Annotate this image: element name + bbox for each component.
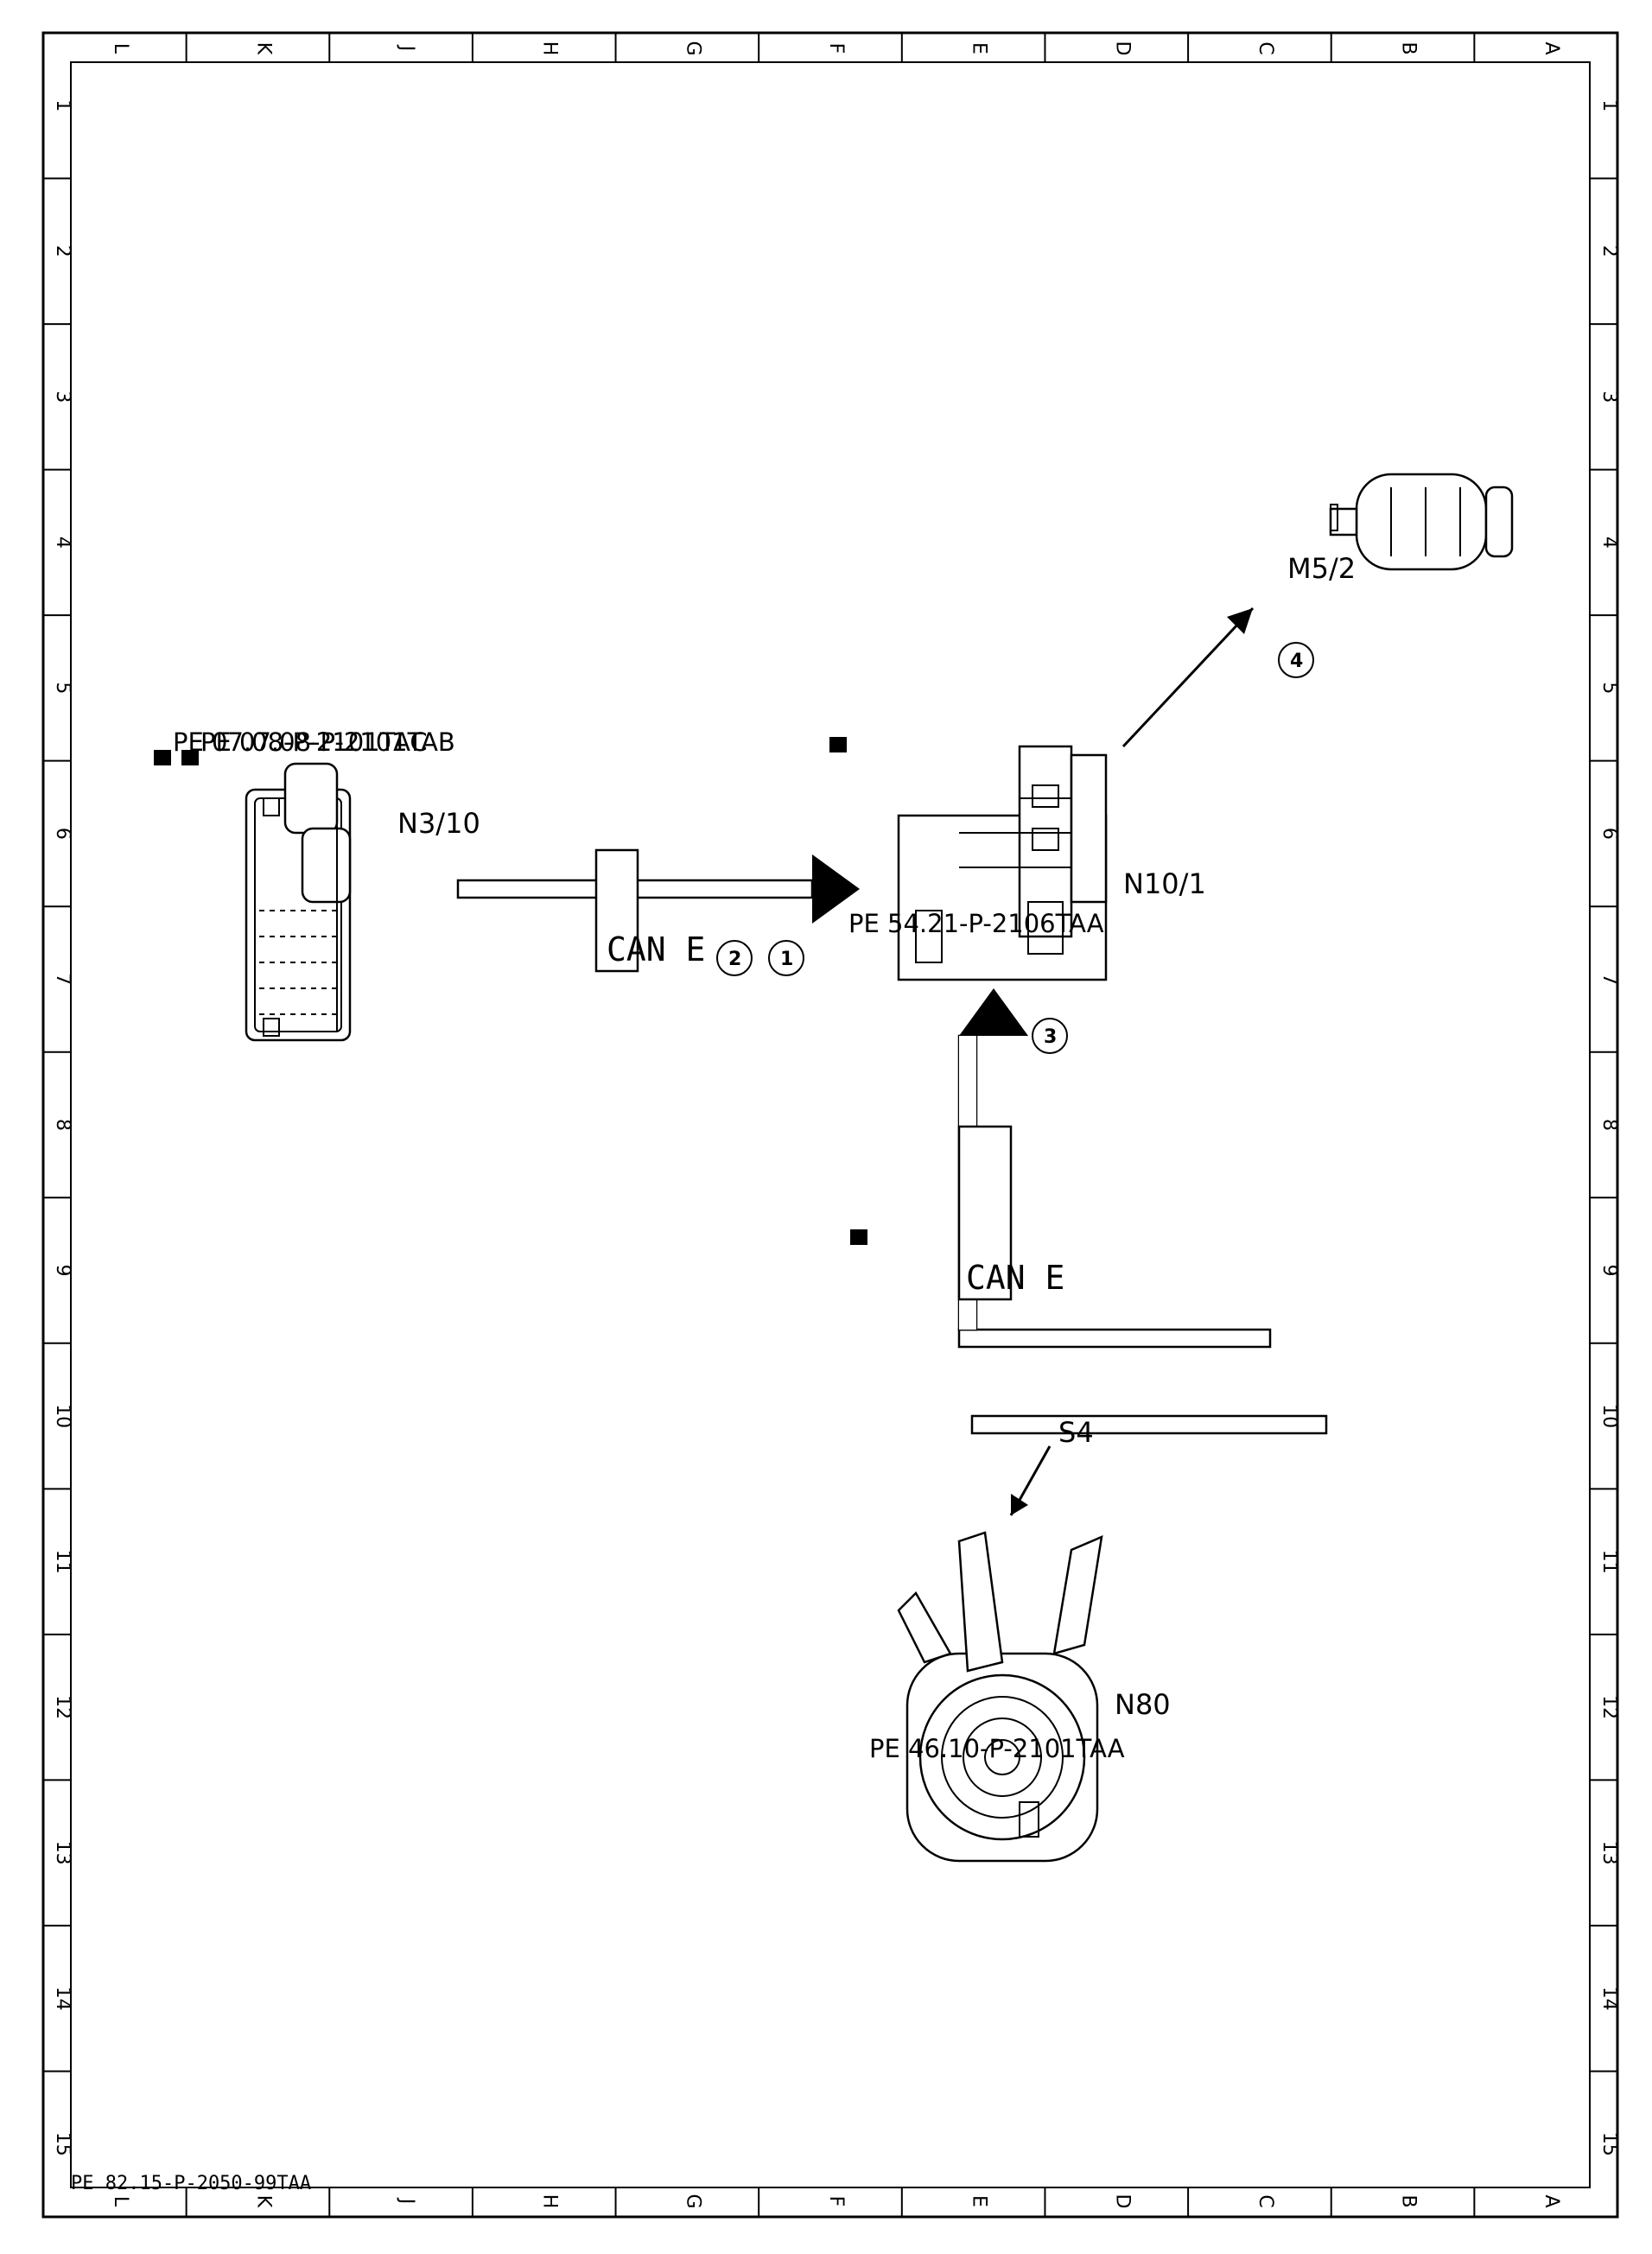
n3-10-ref-1: PE 07.08-P-2101TAB — [200, 727, 455, 757]
washer-pump-icon — [1329, 473, 1514, 571]
n10-1-ref: PE 54.21-P-2106TAA — [848, 909, 1104, 938]
grid-row-label: 12 — [1598, 1695, 1620, 1719]
inner-frame — [70, 61, 1591, 2188]
grid-column-label: H — [539, 2194, 561, 2209]
grid-column-label: E — [969, 42, 990, 54]
grid-row-label: 5 — [52, 682, 73, 694]
m5-2-label: M5/2 — [1287, 552, 1356, 585]
grid-column-label: D — [1111, 2194, 1133, 2209]
control-unit-n3-10: N3/10 PE 07.08-P-2101TAB PE 07.08-P-2101… — [154, 727, 480, 1042]
n10-1-label: N10/1 — [1123, 867, 1206, 900]
grid-row-label: 7 — [1598, 973, 1620, 985]
grid-column-label: C — [1255, 2194, 1276, 2207]
grid-column-label: J — [396, 2197, 417, 2205]
grid-row-label: 11 — [1598, 1550, 1620, 1574]
grid-column-label: D — [1111, 41, 1133, 56]
component-n80: N80 PE 46.10-P-2101TAA S4 — [850, 1229, 1171, 1863]
grid-column-label: A — [1541, 2194, 1562, 2207]
callout-3: 3 — [1032, 1018, 1068, 1054]
grid-column-label: K — [252, 42, 274, 55]
n3-10-label: N3/10 — [397, 807, 480, 840]
diagram-content: N3/10 PE 07.08-P-2101TAB PE 07.08-P-2101… — [71, 473, 1514, 2194]
grid-column-label: E — [969, 2195, 990, 2207]
grid-row-label: 1 — [52, 99, 73, 111]
hand-pointer-icon — [829, 737, 847, 752]
grid-column-label: G — [682, 41, 703, 55]
svg-text:3: 3 — [1044, 1026, 1057, 1048]
grid-row-label: 6 — [52, 828, 73, 840]
steering-column-module-icon — [897, 1531, 1103, 1863]
grid-column-label: H — [539, 41, 561, 56]
hand-pointer-icon — [181, 750, 199, 765]
s4-label: S4 — [1058, 1416, 1094, 1449]
grid-column-label: L — [110, 2196, 131, 2207]
sam-module-icon — [897, 745, 1108, 981]
grid-row-label: 2 — [1598, 245, 1620, 257]
grid-column-label: G — [682, 2194, 703, 2208]
grid-row-label: 4 — [1598, 537, 1620, 549]
arrow-head-icon — [812, 854, 860, 924]
can-e-bottom-label: CAN E — [966, 1259, 1064, 1297]
can-e-link-top: CAN E 1 2 — [456, 848, 860, 976]
grid-row-label: 14 — [1598, 1986, 1620, 2010]
grid-row-label: 9 — [1598, 1265, 1620, 1277]
grid-row-label: 10 — [1598, 1404, 1620, 1428]
can-e-top-label: CAN E — [607, 930, 705, 968]
svg-text:1: 1 — [780, 949, 793, 970]
component-m5-2: M5/2 — [1287, 473, 1514, 585]
grid-row-label: 7 — [52, 973, 73, 985]
document-id: PE 82.15-P-2050-99TAA — [71, 2173, 311, 2194]
grid-row-label: 5 — [1598, 682, 1620, 694]
outer-frame — [41, 31, 1619, 2219]
hand-pointer-icon — [154, 750, 171, 765]
arrow-head-icon — [959, 988, 1028, 1036]
grid-row-label: 3 — [52, 390, 73, 403]
n80-label: N80 — [1115, 1688, 1171, 1721]
grid-column-label: B — [1398, 2194, 1420, 2207]
grid-row-label: 12 — [52, 1695, 73, 1719]
hand-pointer-icon — [850, 1229, 867, 1245]
arrow-head-icon — [1227, 608, 1253, 634]
callout-2: 2 — [716, 940, 753, 976]
callout-1: 1 — [768, 940, 804, 976]
grid-row-label: 13 — [1598, 1841, 1620, 1865]
grid-row-label: 9 — [52, 1265, 73, 1277]
grid-row-label: 15 — [1598, 2132, 1620, 2156]
can-e-link-bottom: CAN E 3 — [957, 988, 1328, 1435]
grid-column-label: F — [825, 43, 847, 54]
grid-row-label: 6 — [1598, 828, 1620, 840]
arrow-head-icon — [1011, 1494, 1028, 1515]
grid-column-label: K — [252, 2195, 274, 2208]
n80-ref: PE 46.10-P-2101TAA — [869, 1734, 1125, 1763]
grid-row-label: 13 — [52, 1841, 73, 1865]
grid-column-label: F — [825, 2196, 847, 2207]
grid-row-label: 8 — [1598, 1119, 1620, 1131]
grid-column-label: J — [396, 44, 417, 52]
grid-row-label: 2 — [52, 245, 73, 257]
callout-4: 4 — [1278, 642, 1314, 678]
grid-row-label: 3 — [1598, 390, 1620, 403]
svg-text:4: 4 — [1290, 651, 1303, 672]
grid-row-label: 11 — [52, 1550, 73, 1574]
svg-text:2: 2 — [728, 949, 741, 970]
grid-column-label: L — [110, 43, 131, 54]
grid-row-label: 1 — [1598, 99, 1620, 111]
m5-2-link: 4 — [1121, 606, 1314, 748]
ecu-icon — [245, 762, 352, 1042]
grid-row-label: 15 — [52, 2132, 73, 2156]
n3-10-ref-2: PE 07.08-P-2101TAC — [173, 727, 428, 757]
grid-column-label: A — [1541, 41, 1562, 54]
grid-row-label: 10 — [52, 1404, 73, 1428]
control-unit-n10-1: N10/1 PE 54.21-P-2106TAA — [829, 737, 1206, 981]
grid-row-label: 14 — [52, 1986, 73, 2010]
grid-column-label: C — [1255, 41, 1276, 54]
grid-row-label: 4 — [52, 537, 73, 549]
grid-column-label: B — [1398, 41, 1420, 54]
grid-row-label: 8 — [52, 1119, 73, 1131]
